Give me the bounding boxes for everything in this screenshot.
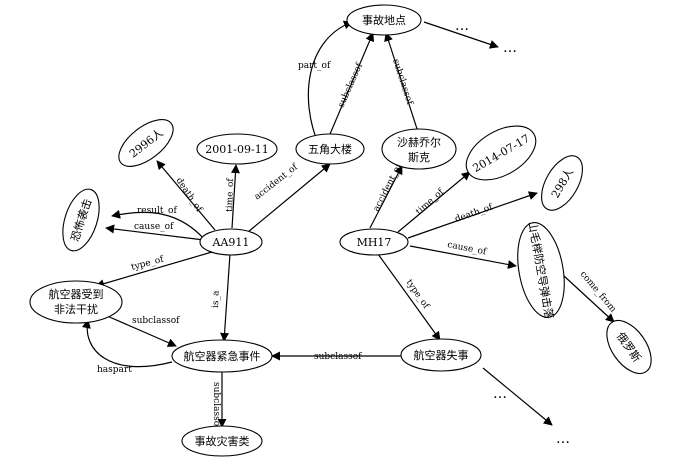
edge-label-cause-of-mh17: cause_of <box>446 240 487 257</box>
node-aircraft-accident: 航空器失事 <box>400 338 482 372</box>
edge-label-result-of: result_of <box>137 206 177 216</box>
edge-mh17-accident-of <box>369 165 403 229</box>
edge-mh17-type-of <box>377 253 441 341</box>
node-date-mh17: 2014-07-17 <box>465 125 537 181</box>
edge-aa911-accident-of <box>247 163 331 233</box>
node-disaster-category: 事故灾害类 <box>181 425 263 457</box>
svg-text:非法干扰: 非法干扰 <box>54 302 98 316</box>
edge-label-subclassof-shanksville: subclassof <box>390 58 414 107</box>
node-date-aa911: 2001-09-11 <box>196 133 278 165</box>
edge-label-accident-of-mh17: accident_of <box>372 162 405 214</box>
edge-aa911-is-a <box>220 253 231 342</box>
edge-label-subclassof-unlawful: subclassof <box>132 316 180 326</box>
edge-shanksville-subclassof-site <box>384 32 419 133</box>
node-unlawful-interference: 航空器受到 非法干扰 <box>29 280 123 324</box>
node-aircraft-emergency: 航空器紧急事件 <box>171 339 273 373</box>
svg-text:AA911: AA911 <box>212 236 250 249</box>
ellipsis-accident-2: … <box>556 431 570 447</box>
edge-aa911-death-of <box>156 160 216 231</box>
edge-label-cause-of-aa911: cause_of <box>134 222 174 232</box>
ellipsis-site-2: … <box>503 40 517 56</box>
node-shanksville: 沙赫乔尔 斯克 <box>381 128 457 170</box>
svg-text:沙赫乔尔: 沙赫乔尔 <box>397 136 441 149</box>
edge-mh17-time-of <box>397 171 471 233</box>
edge-emergency-haspart-unlawful <box>82 319 173 368</box>
edge-pentagon-part-of-site <box>307 20 353 144</box>
edge-label-haspart: haspart <box>97 365 132 375</box>
node-mh17: MH17 <box>339 228 409 256</box>
ellipsis-site-1: … <box>455 18 469 34</box>
edge-site-ellipsis <box>423 21 499 49</box>
edge-mh17-death-of <box>407 191 538 239</box>
edge-missile-come-from <box>563 275 615 323</box>
edge-label-subclassof-pentagon: subclassof <box>337 61 366 109</box>
svg-text:MH17: MH17 <box>357 236 392 249</box>
node-deaths-aa911: 2996人 <box>118 119 174 167</box>
svg-text:事故地点: 事故地点 <box>362 13 406 27</box>
node-pentagon: 五角大楼 <box>295 133 365 165</box>
edge-label-type-of-aa911: type_of <box>130 255 165 273</box>
edge-label-time-of-aa911: time_of <box>225 178 236 213</box>
node-terror-attack: 恐怖袭击 <box>62 188 100 252</box>
svg-text:2001-09-11: 2001-09-11 <box>205 143 268 156</box>
edge-label-subclassof-disaster: subclassof <box>211 382 221 430</box>
edge-aa911-result-of <box>111 209 206 241</box>
node-deaths-mh17: 298人 <box>541 155 583 211</box>
ellipsis-accident-1: … <box>493 386 507 402</box>
edge-aa911-time-of <box>230 164 240 229</box>
svg-text:五角大楼: 五角大楼 <box>308 142 352 156</box>
edge-unlawful-subclassof-emergency <box>97 311 177 347</box>
edge-label-come-from: come_from <box>578 270 618 315</box>
edge-label-is-a: is_a <box>211 290 222 308</box>
node-aa911: AA911 <box>199 228 263 256</box>
edge-label-death-of-mh17: death_of <box>454 202 495 224</box>
node-missile: 山毛榉防空导弹击落 <box>517 220 565 320</box>
svg-text:航空器受到: 航空器受到 <box>49 287 104 301</box>
edge-label-subclassof-accident: subclassof <box>314 352 362 362</box>
edge-accident-ellipsis <box>482 367 553 426</box>
svg-text:航空器失事: 航空器失事 <box>414 348 469 362</box>
edge-mh17-cause-of <box>409 245 517 269</box>
svg-text:航空器紧急事件: 航空器紧急事件 <box>184 349 261 363</box>
node-russia: 俄罗斯 <box>606 320 652 374</box>
edge-aa911-type-of <box>95 251 213 289</box>
node-accident-site: 事故地点 <box>346 4 422 36</box>
edge-pentagon-subclassof-site <box>329 32 374 135</box>
edge-label-part-of: part_of <box>298 61 331 71</box>
svg-text:斯克: 斯克 <box>408 151 430 164</box>
edge-label-death-of-aa911: death_of <box>174 176 205 215</box>
edge-label-accident-of-aa911: accident_of <box>253 162 301 202</box>
svg-text:事故灾害类: 事故灾害类 <box>195 434 250 448</box>
edge-aa911-cause-of <box>105 224 205 241</box>
edge-label-time-of-mh17: time_of <box>414 187 446 217</box>
